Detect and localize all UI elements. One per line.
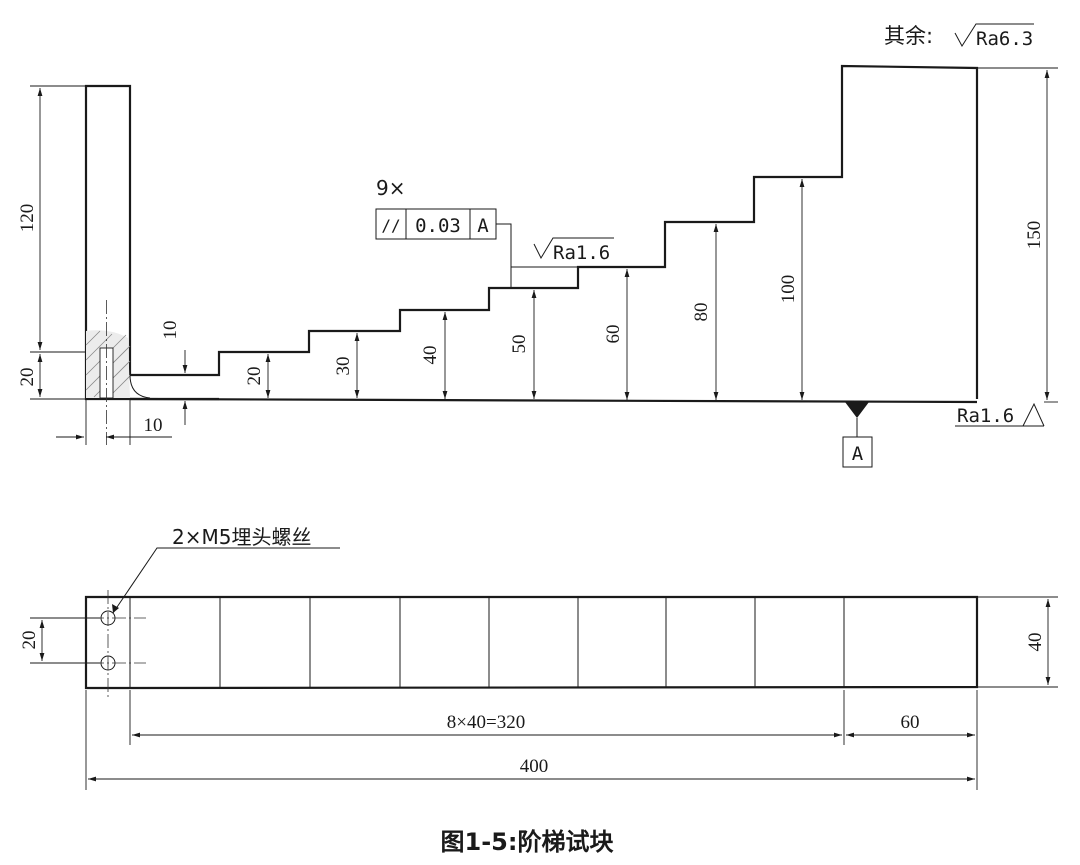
datum-label: A	[852, 443, 864, 465]
tolerance-count: 9×	[376, 176, 405, 200]
other-label: 其余:	[884, 24, 933, 48]
datum-box	[842, 436, 873, 468]
roughness-symbol-icon-3	[1022, 402, 1045, 427]
step-roughness-value: Ra1.6	[553, 242, 610, 264]
dim-total-length: 400	[520, 756, 549, 777]
figure-caption: 图1-5:阶梯试块	[441, 828, 614, 856]
dim-left-width: 10	[144, 415, 163, 436]
dim-step-3: 30	[333, 357, 354, 376]
bottom-roughness-value: Ra1.6	[957, 405, 1014, 427]
dim-step-6: 60	[603, 325, 624, 344]
dim-steps-length: 8×40=320	[447, 712, 525, 733]
parallelism-symbol-icon: //	[381, 216, 400, 235]
dim-step-7: 80	[691, 303, 712, 322]
bottom-roughness-note: Ra1.6	[955, 402, 1045, 427]
datum-triangle	[845, 402, 869, 418]
dim-step-8: 100	[778, 275, 799, 304]
step-profile	[130, 64, 979, 399]
fillet-corner	[129, 374, 151, 399]
step-roughness-note: Ra1.6	[533, 237, 614, 264]
dim-hole-spacing: 20	[19, 631, 40, 650]
dim-step-4: 40	[420, 346, 441, 365]
dim-step-2: 20	[244, 367, 265, 386]
dim-step-1: 10	[160, 321, 181, 340]
screw-leader	[112, 547, 340, 614]
tolerance-value: 0.03	[415, 215, 461, 237]
base-line	[129, 397, 978, 404]
dim-right-height: 150	[1024, 221, 1045, 250]
screw-note: 2×M5埋头螺丝	[172, 525, 311, 549]
dim-step-5: 50	[509, 335, 530, 354]
tolerance-datum: A	[477, 215, 489, 237]
tolerance-leader	[496, 223, 614, 268]
top-view: 2×M5埋头螺丝	[84, 525, 979, 700]
front-dimensions: 120 20 10 10 20 30 40 50 60 80	[17, 67, 1058, 445]
front-view: A	[84, 64, 979, 468]
roughness-symbol-icon-2	[533, 237, 614, 260]
dim-last-length: 60	[901, 712, 920, 733]
tolerance-frame: 9× // 0.03 A	[375, 176, 614, 288]
roughness-symbol-icon	[954, 23, 1034, 47]
dim-left-height: 120	[17, 204, 38, 233]
other-roughness-value: Ra6.3	[976, 28, 1033, 50]
other-roughness-note: 其余: Ra6.3	[884, 23, 1034, 50]
dim-top-width: 40	[1025, 633, 1046, 652]
top-view-outline	[84, 595, 979, 690]
dim-left-base: 20	[17, 368, 38, 387]
top-dimensions: 20 40 8×40=320 60 400	[19, 596, 1058, 790]
